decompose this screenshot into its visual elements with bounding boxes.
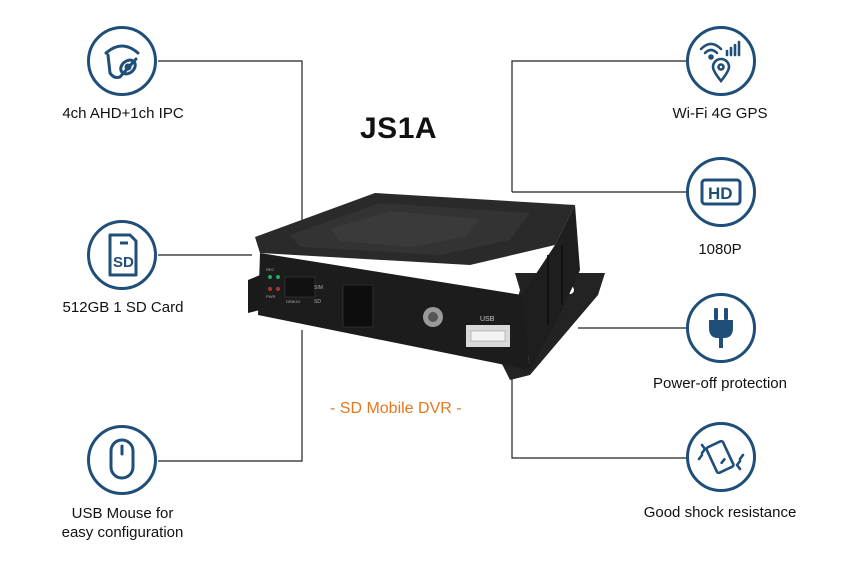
feature-mouse-label-1: USB Mouse for: [71, 505, 174, 522]
hd-icon: HD: [686, 157, 756, 227]
vibrating-phone-icon: [686, 422, 756, 492]
feature-mouse-label-2: easy configuration: [61, 524, 184, 541]
sd-card-icon: SD: [87, 220, 157, 290]
product-model-title: JS1A: [360, 112, 438, 145]
feature-power-label: Power-off protection: [653, 375, 787, 392]
feature-wifi-label: Wi-Fi 4G GPS: [672, 105, 768, 122]
device-usb-label: USB: [480, 316, 495, 323]
product-tagline: - SD Mobile DVR -: [330, 400, 462, 417]
dvr-device-image: USB SIM SD REC PWR DEBUG: [248, 193, 605, 380]
wifi-gps-icon: [686, 26, 756, 96]
device-sim-label: SIM: [314, 285, 323, 291]
device-pwr-label: PWR: [266, 294, 275, 299]
device-debug-label: DEBUG: [286, 299, 300, 304]
svg-text:SD: SD: [113, 254, 134, 271]
plug-icon: [686, 293, 756, 363]
device-sd-label: SD: [314, 299, 321, 305]
feature-shock-label: Good shock resistance: [643, 504, 797, 521]
feature-sd-label: 512GB 1 SD Card: [62, 299, 184, 316]
mouse-icon: [87, 425, 157, 495]
svg-text:HD: HD: [708, 184, 733, 203]
feature-ahd-label: 4ch AHD+1ch IPC: [62, 105, 184, 122]
device-rec-label: REC: [266, 267, 275, 272]
feature-hd-label: 1080P: [698, 241, 742, 258]
camera-icon: [87, 26, 157, 96]
